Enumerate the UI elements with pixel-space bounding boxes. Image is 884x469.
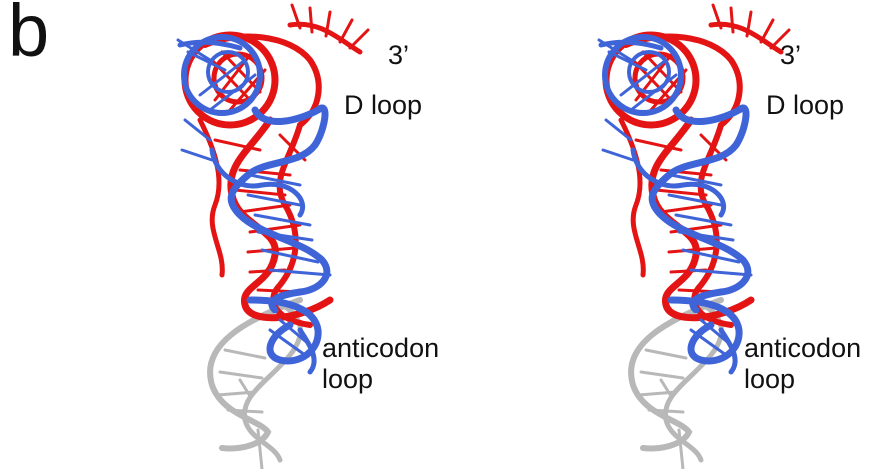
right-stereo-view — [599, 5, 789, 469]
d-loop-label-right: D loop — [766, 90, 844, 121]
three-prime-label-right: 3’ — [780, 40, 801, 71]
d-loop-label-left: D loop — [344, 90, 422, 121]
left-stereo-view — [178, 5, 368, 469]
anticodon-loop-label-right: anticodon loop — [744, 333, 861, 395]
anticodon-loop-label-left: anticodon loop — [322, 333, 439, 395]
three-prime-label-left: 3’ — [388, 40, 409, 71]
